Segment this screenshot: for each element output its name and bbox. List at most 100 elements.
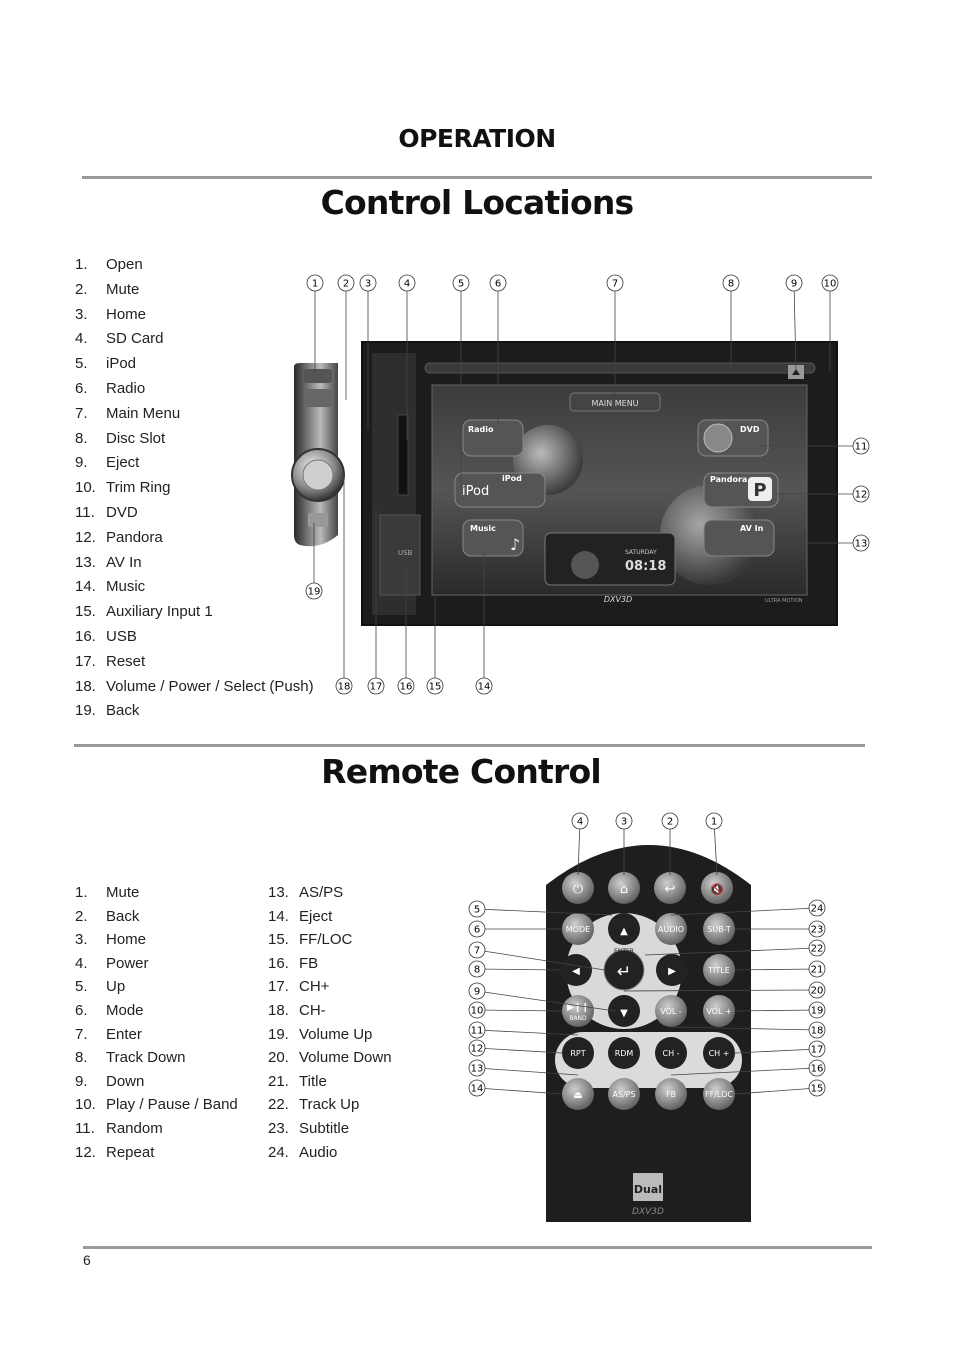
svg-text:Radio: Radio (468, 425, 494, 434)
item-label: Reset (106, 652, 146, 670)
callout-marker (808, 1001, 826, 1019)
up-arrow-icon: ▲ (620, 926, 628, 937)
callout-marker (808, 1059, 826, 1077)
callout-marker (705, 812, 723, 830)
item-number: 1. (75, 884, 88, 901)
svg-text:iPod: iPod (462, 484, 489, 499)
callout-marker (468, 960, 486, 978)
item-label: Down (106, 1072, 145, 1090)
item-number: 3. (75, 305, 88, 323)
svg-text:RDM: RDM (615, 1049, 634, 1058)
callout-marker (367, 677, 385, 695)
callout-number: 2 (667, 817, 673, 828)
callout-marker (808, 939, 826, 957)
item-label: Volume Up (299, 1025, 373, 1043)
item-number: 1. (75, 256, 88, 273)
callout-number: 18 (338, 682, 351, 693)
item-label: Mute (106, 884, 140, 901)
callout-number: 10 (471, 1006, 484, 1017)
item-label: Radio (106, 380, 146, 397)
callout-number: 24 (811, 904, 824, 915)
svg-text:MODE: MODE (566, 925, 590, 934)
callout-marker (426, 677, 444, 695)
item-number: 8. (75, 1049, 88, 1067)
random-button: RDM (608, 1037, 640, 1069)
mute-button: 🔇 (701, 872, 733, 904)
callout-number: 5 (458, 279, 464, 290)
callout-marker (468, 900, 486, 918)
callout-number: 12 (855, 490, 868, 501)
as-ps-button: AS/PS (608, 1078, 640, 1110)
svg-text:DXV3D: DXV3D (604, 595, 632, 604)
item-number: 16. (268, 954, 289, 972)
callout-number: 13 (471, 1064, 484, 1075)
item-number: 3. (75, 931, 88, 949)
svg-text:TITLE: TITLE (707, 966, 730, 975)
section-heading: OPERATION (398, 124, 556, 153)
home-icon: ⌂ (620, 882, 628, 897)
callout-number: 10 (824, 279, 837, 290)
callout-marker (397, 677, 415, 695)
item-number: 16. (75, 628, 96, 645)
callout-number: 3 (621, 817, 627, 828)
svg-text:iPod: iPod (502, 474, 522, 483)
item-number: 11. (75, 1120, 95, 1137)
callout-marker (808, 920, 826, 938)
item-number: 4. (75, 330, 88, 348)
ch-minus-button: CH - (655, 1037, 687, 1069)
svg-text:AS/PS: AS/PS (612, 1090, 635, 1099)
callout-marker (615, 812, 633, 830)
item-label: Audio (299, 1143, 338, 1161)
svg-text:P: P (753, 480, 766, 501)
callout-number: 7 (612, 279, 618, 290)
svg-text:AUDIO: AUDIO (658, 925, 684, 934)
svg-text:DXV3D: DXV3D (632, 1207, 664, 1217)
svg-text:CH +: CH + (709, 1049, 730, 1058)
callout-number: 20 (811, 986, 824, 997)
svg-text:SUB-T: SUB-T (707, 925, 731, 934)
item-label: Title (299, 1072, 327, 1090)
top-divider (82, 176, 872, 179)
mute-icon: 🔇 (710, 883, 724, 896)
item-number: 20. (268, 1049, 289, 1067)
item-number: 24. (268, 1143, 289, 1161)
item-label: CH+ (299, 978, 330, 996)
svg-text:CH -: CH - (662, 1049, 679, 1058)
item-label: Eject (106, 454, 140, 472)
callout-number: 6 (474, 925, 480, 936)
callout-number: 7 (474, 946, 480, 957)
svg-text:Pandora: Pandora (710, 475, 747, 484)
callout-number: 2 (343, 279, 349, 290)
item-label: iPod (106, 355, 137, 373)
callout-marker (808, 1040, 826, 1058)
item-number: 13. (268, 884, 289, 901)
disc-slot (424, 362, 816, 374)
audio-button: AUDIO (655, 913, 687, 945)
mode-button: MODE (562, 913, 594, 945)
item-number: 5. (75, 978, 88, 996)
callout-number: 14 (471, 1084, 484, 1095)
page-number: 6 (83, 1252, 91, 1268)
item-label: SD Card (106, 330, 164, 348)
callout-marker (335, 677, 353, 695)
callout-marker (808, 960, 826, 978)
back-icon: ↩ (665, 882, 676, 897)
item-label: Open (106, 256, 143, 273)
callout-marker (852, 534, 870, 552)
item-label: Eject (299, 907, 333, 925)
eject-remote-button: ⏏ (562, 1078, 594, 1110)
repeat-button: RPT (562, 1037, 594, 1069)
down-arrow-icon: ▼ (620, 1008, 628, 1019)
item-label: AS/PS (299, 884, 344, 901)
ff-loc-button: FF/LOC (703, 1078, 735, 1110)
subtitle-button: SUB-T (703, 913, 735, 945)
item-number: 18. (75, 677, 96, 695)
item-number: 22. (268, 1096, 289, 1114)
title-button: TITLE (703, 954, 735, 986)
item-label: Power (106, 954, 149, 972)
bottom-divider (83, 1246, 872, 1249)
callout-marker (606, 274, 624, 292)
